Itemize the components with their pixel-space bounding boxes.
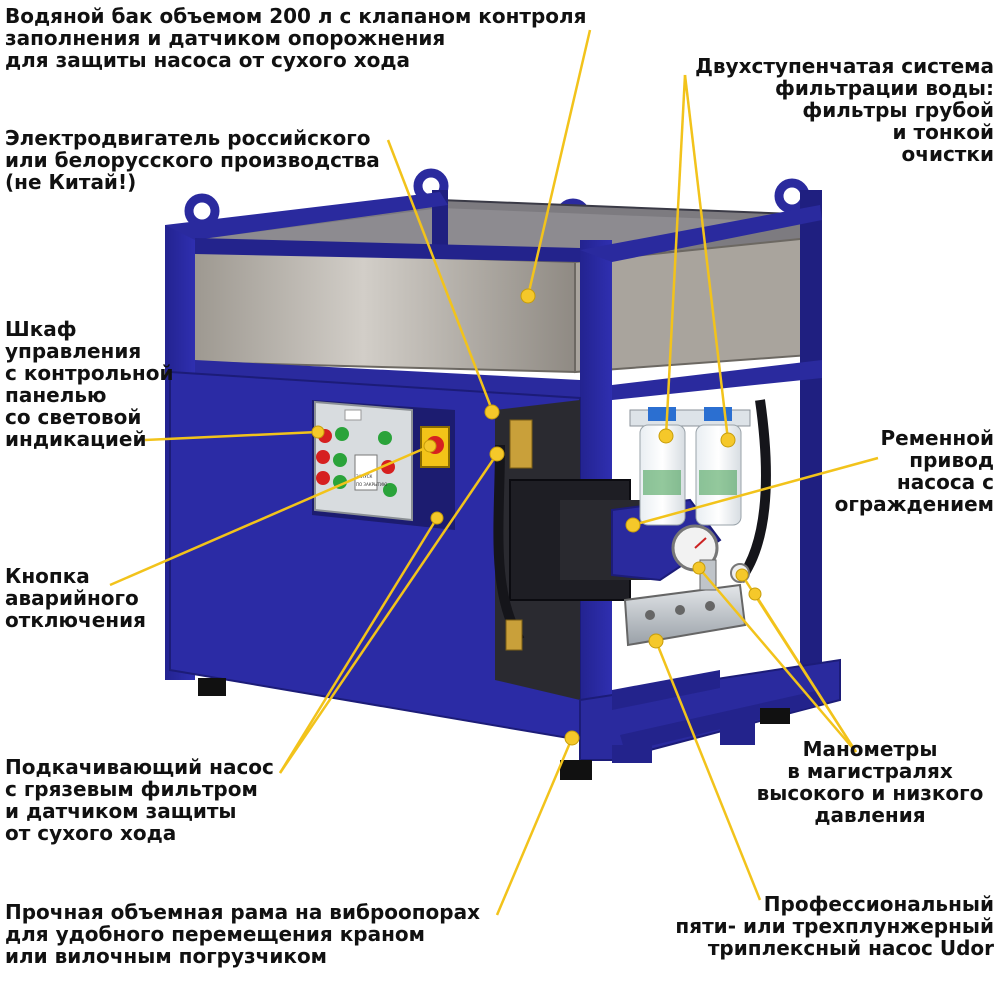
callout-belt: Ременной привод насоса с ограждением (834, 426, 994, 516)
control-cabinet: ЗАПУСК ПО ЗАКРЫТИЮ (314, 400, 413, 522)
callout-gauges: Манометры в магистралях высокого и низко… (756, 737, 984, 827)
callout-dots (311, 288, 762, 746)
callout-emergency: Кнопка аварийного отключения (5, 564, 146, 632)
callout-frame: Прочная объемная рама на виброопорах для… (5, 900, 481, 968)
water-tank (189, 248, 576, 374)
callout-cabinet: Шкаф управления с контрольной панелью со… (5, 317, 174, 451)
vibration-mount (560, 760, 592, 780)
water-filters (629, 407, 751, 526)
vibration-mount (760, 708, 790, 724)
callout-pump: Профессиональный пяти- или трехплунжерны… (675, 892, 994, 960)
callout-filters: Двухступенчатая система фильтрации воды:… (695, 54, 994, 166)
callout-motor: Электродвигатель российского или белорус… (5, 126, 380, 194)
triplex-pump (623, 559, 747, 647)
callout-booster: Подкачивающий насос с грязевым фильтром … (5, 755, 274, 845)
vibration-mount (198, 678, 226, 696)
svg-text:ПО ЗАКРЫТИЮ: ПО ЗАКРЫТИЮ (356, 482, 388, 487)
cabinet-label-text: ЗАПУСК (356, 474, 373, 479)
callout-lines (109, 29, 879, 916)
callout-tank: Водяной бак объемом 200 л с клапаном кон… (5, 4, 587, 72)
